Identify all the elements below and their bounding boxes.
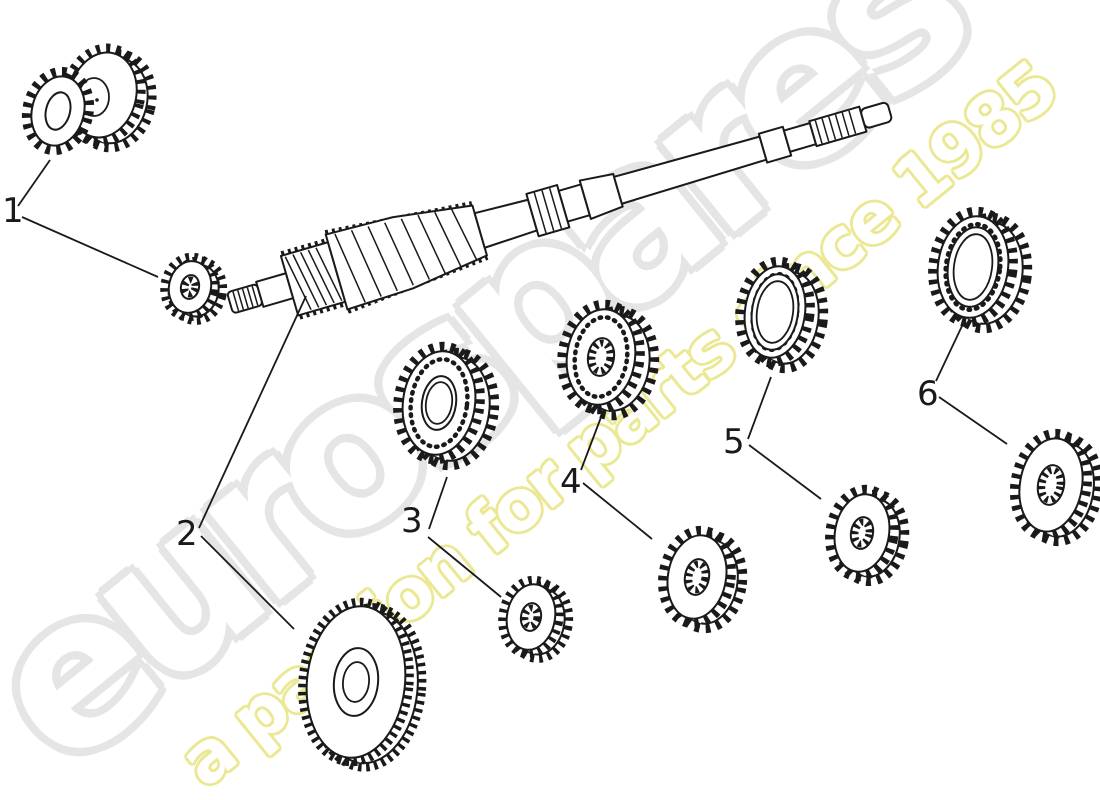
gear-teeth-ring — [160, 252, 220, 322]
gear-back-teeth — [669, 530, 748, 634]
part-label-5: 5 — [723, 422, 745, 462]
gear-teeth-ring — [393, 341, 485, 465]
main-shaft — [226, 101, 893, 320]
gear-teeth-ring — [21, 66, 95, 156]
gear-bore-splines — [685, 560, 709, 594]
leader-part4-to-synchro-gear — [580, 411, 604, 471]
leader-part3-to-synchro-gear — [428, 476, 448, 530]
gear-bore-splines — [521, 604, 541, 630]
gear-bore — [44, 91, 72, 131]
leader-part3-to-small-gear — [427, 536, 502, 598]
shaft-pinion-teeth-top — [280, 237, 329, 257]
shaft-cone-spline-hatch — [334, 209, 478, 303]
shaft-groove-rings — [533, 188, 563, 234]
gear-teeth-ring — [1009, 428, 1093, 542]
leader-part6-to-synchro-hub — [935, 325, 963, 382]
shaft-long-section — [613, 135, 768, 205]
gear-bore-splines — [588, 339, 614, 375]
part-label-2: 2 — [176, 514, 198, 554]
hub-dot — [95, 98, 99, 102]
gear-bore-inner-ring — [342, 661, 370, 703]
gear-back-teeth — [748, 262, 829, 374]
part-labels: 1 2 3 4 5 6 — [2, 191, 939, 554]
gear-back-teeth — [571, 305, 660, 421]
shaft-splined-end — [808, 105, 868, 148]
gear-teeth-ring — [825, 484, 899, 582]
gear-4-small — [658, 525, 748, 634]
gear-bore-inner-ring — [755, 280, 795, 344]
gear-teeth-ring — [735, 256, 815, 368]
leader-part4-to-small-gear — [582, 482, 653, 540]
gear-bore-inner-ring — [952, 233, 994, 301]
gear-teeth-ring — [498, 575, 564, 659]
synchro-gear-4 — [557, 299, 660, 421]
leader-part2-to-large-gear — [200, 535, 295, 630]
leader-part5-to-synchro-hub — [747, 376, 772, 440]
gear-synchro-ball-ring — [943, 222, 1003, 312]
shaft-pinion-helix-hatch — [284, 247, 343, 310]
leader-part2-to-shaft — [198, 295, 307, 529]
synchro-hub-5 — [735, 256, 829, 374]
gear-synchro-ball-ring — [572, 314, 630, 400]
gear-bore — [332, 647, 380, 717]
gear-bore-inner-ring — [424, 381, 454, 425]
shaft-collar-2 — [578, 172, 624, 220]
gear-6-small — [1009, 428, 1100, 547]
shaft-thread-hatch — [232, 285, 259, 312]
gear-teeth-ring — [557, 299, 645, 415]
synchro-hub-6 — [928, 206, 1033, 334]
leader-part1-to-cluster-gear — [17, 159, 51, 207]
gear-2-large — [298, 597, 427, 772]
shaft-end-spline-hatch — [814, 110, 857, 144]
part-label-6: 6 — [917, 374, 939, 414]
leader-part6-to-small-gear — [938, 396, 1008, 445]
gear-synchro-ball-ring — [408, 357, 470, 449]
shaft-step — [473, 198, 538, 249]
gear-1-cluster-small — [21, 66, 95, 156]
shaft-end-tip — [860, 101, 893, 129]
gear-teeth-ring — [298, 597, 414, 767]
gear-bore-splines — [1038, 466, 1064, 504]
gear-teeth-ring — [658, 525, 736, 629]
shaft-splined-cone — [324, 204, 488, 311]
gear-bore — [179, 274, 201, 300]
part-label-1: 1 — [2, 191, 24, 231]
gear-1-pinion — [160, 252, 228, 325]
gear-5-small — [825, 484, 910, 587]
gear-teeth-ring — [928, 206, 1018, 328]
gear-3-small — [498, 575, 574, 663]
part-label-3: 3 — [401, 501, 423, 541]
leader-lines — [17, 159, 1008, 630]
gear-back-teeth — [407, 347, 500, 471]
synchro-gear-3 — [393, 341, 500, 471]
leader-part5-to-small-gear — [748, 444, 822, 500]
leader-part1-to-pinion — [21, 216, 159, 278]
part-label-4: 4 — [560, 462, 582, 502]
